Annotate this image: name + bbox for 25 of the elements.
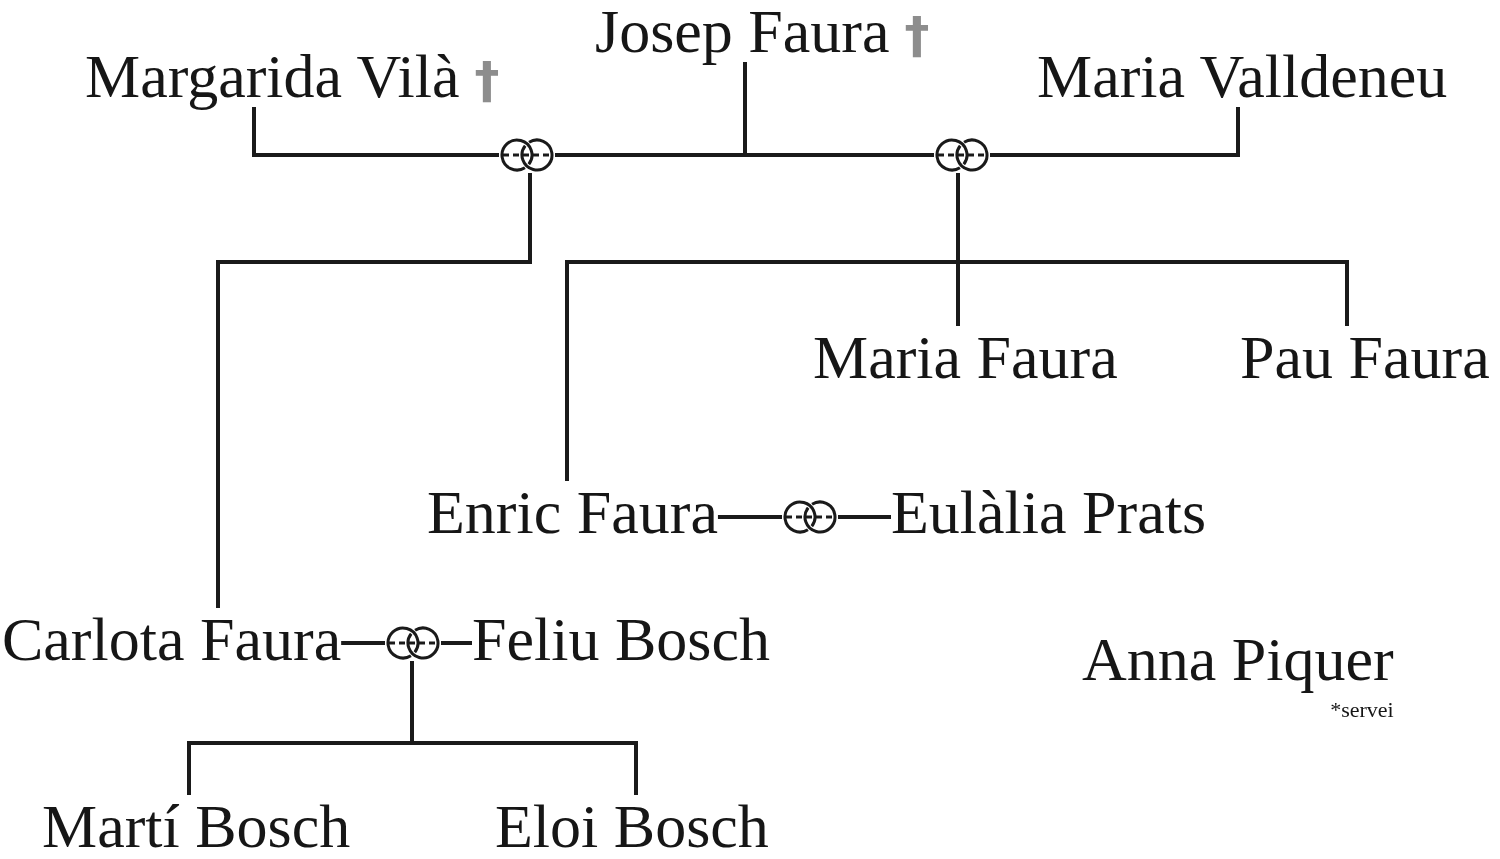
person-name: Feliu Bosch bbox=[472, 608, 770, 670]
connector-line bbox=[441, 641, 472, 645]
interlocked-rings-icon bbox=[499, 137, 555, 173]
cross-symbol: † bbox=[904, 10, 930, 60]
person-name: Carlota Faura bbox=[2, 608, 342, 670]
person-name: Martí Bosch bbox=[42, 795, 351, 857]
connector-line bbox=[743, 62, 934, 157]
interlocked-rings-icon bbox=[934, 137, 990, 173]
connector-line bbox=[252, 107, 499, 157]
connector-line bbox=[838, 515, 891, 519]
note-text: *servei bbox=[1330, 698, 1394, 722]
person-name: Pau Faura bbox=[1240, 326, 1490, 388]
person-name: Eulàlia Prats bbox=[891, 481, 1207, 543]
interlocked-rings-icon bbox=[385, 625, 441, 661]
connector-line bbox=[956, 173, 1349, 326]
person-name: Eloi Bosch bbox=[495, 795, 769, 857]
person-name: Maria Faura bbox=[813, 326, 1118, 388]
connector-line bbox=[341, 641, 385, 645]
connector-line bbox=[717, 515, 782, 519]
cross-symbol: † bbox=[474, 55, 500, 105]
connector-line bbox=[990, 107, 1240, 157]
person-name: Maria Valldeneu bbox=[1037, 45, 1448, 107]
interlocked-rings-icon bbox=[782, 499, 838, 535]
person-name: Enric Faura bbox=[427, 481, 718, 543]
connector-line bbox=[216, 173, 532, 608]
